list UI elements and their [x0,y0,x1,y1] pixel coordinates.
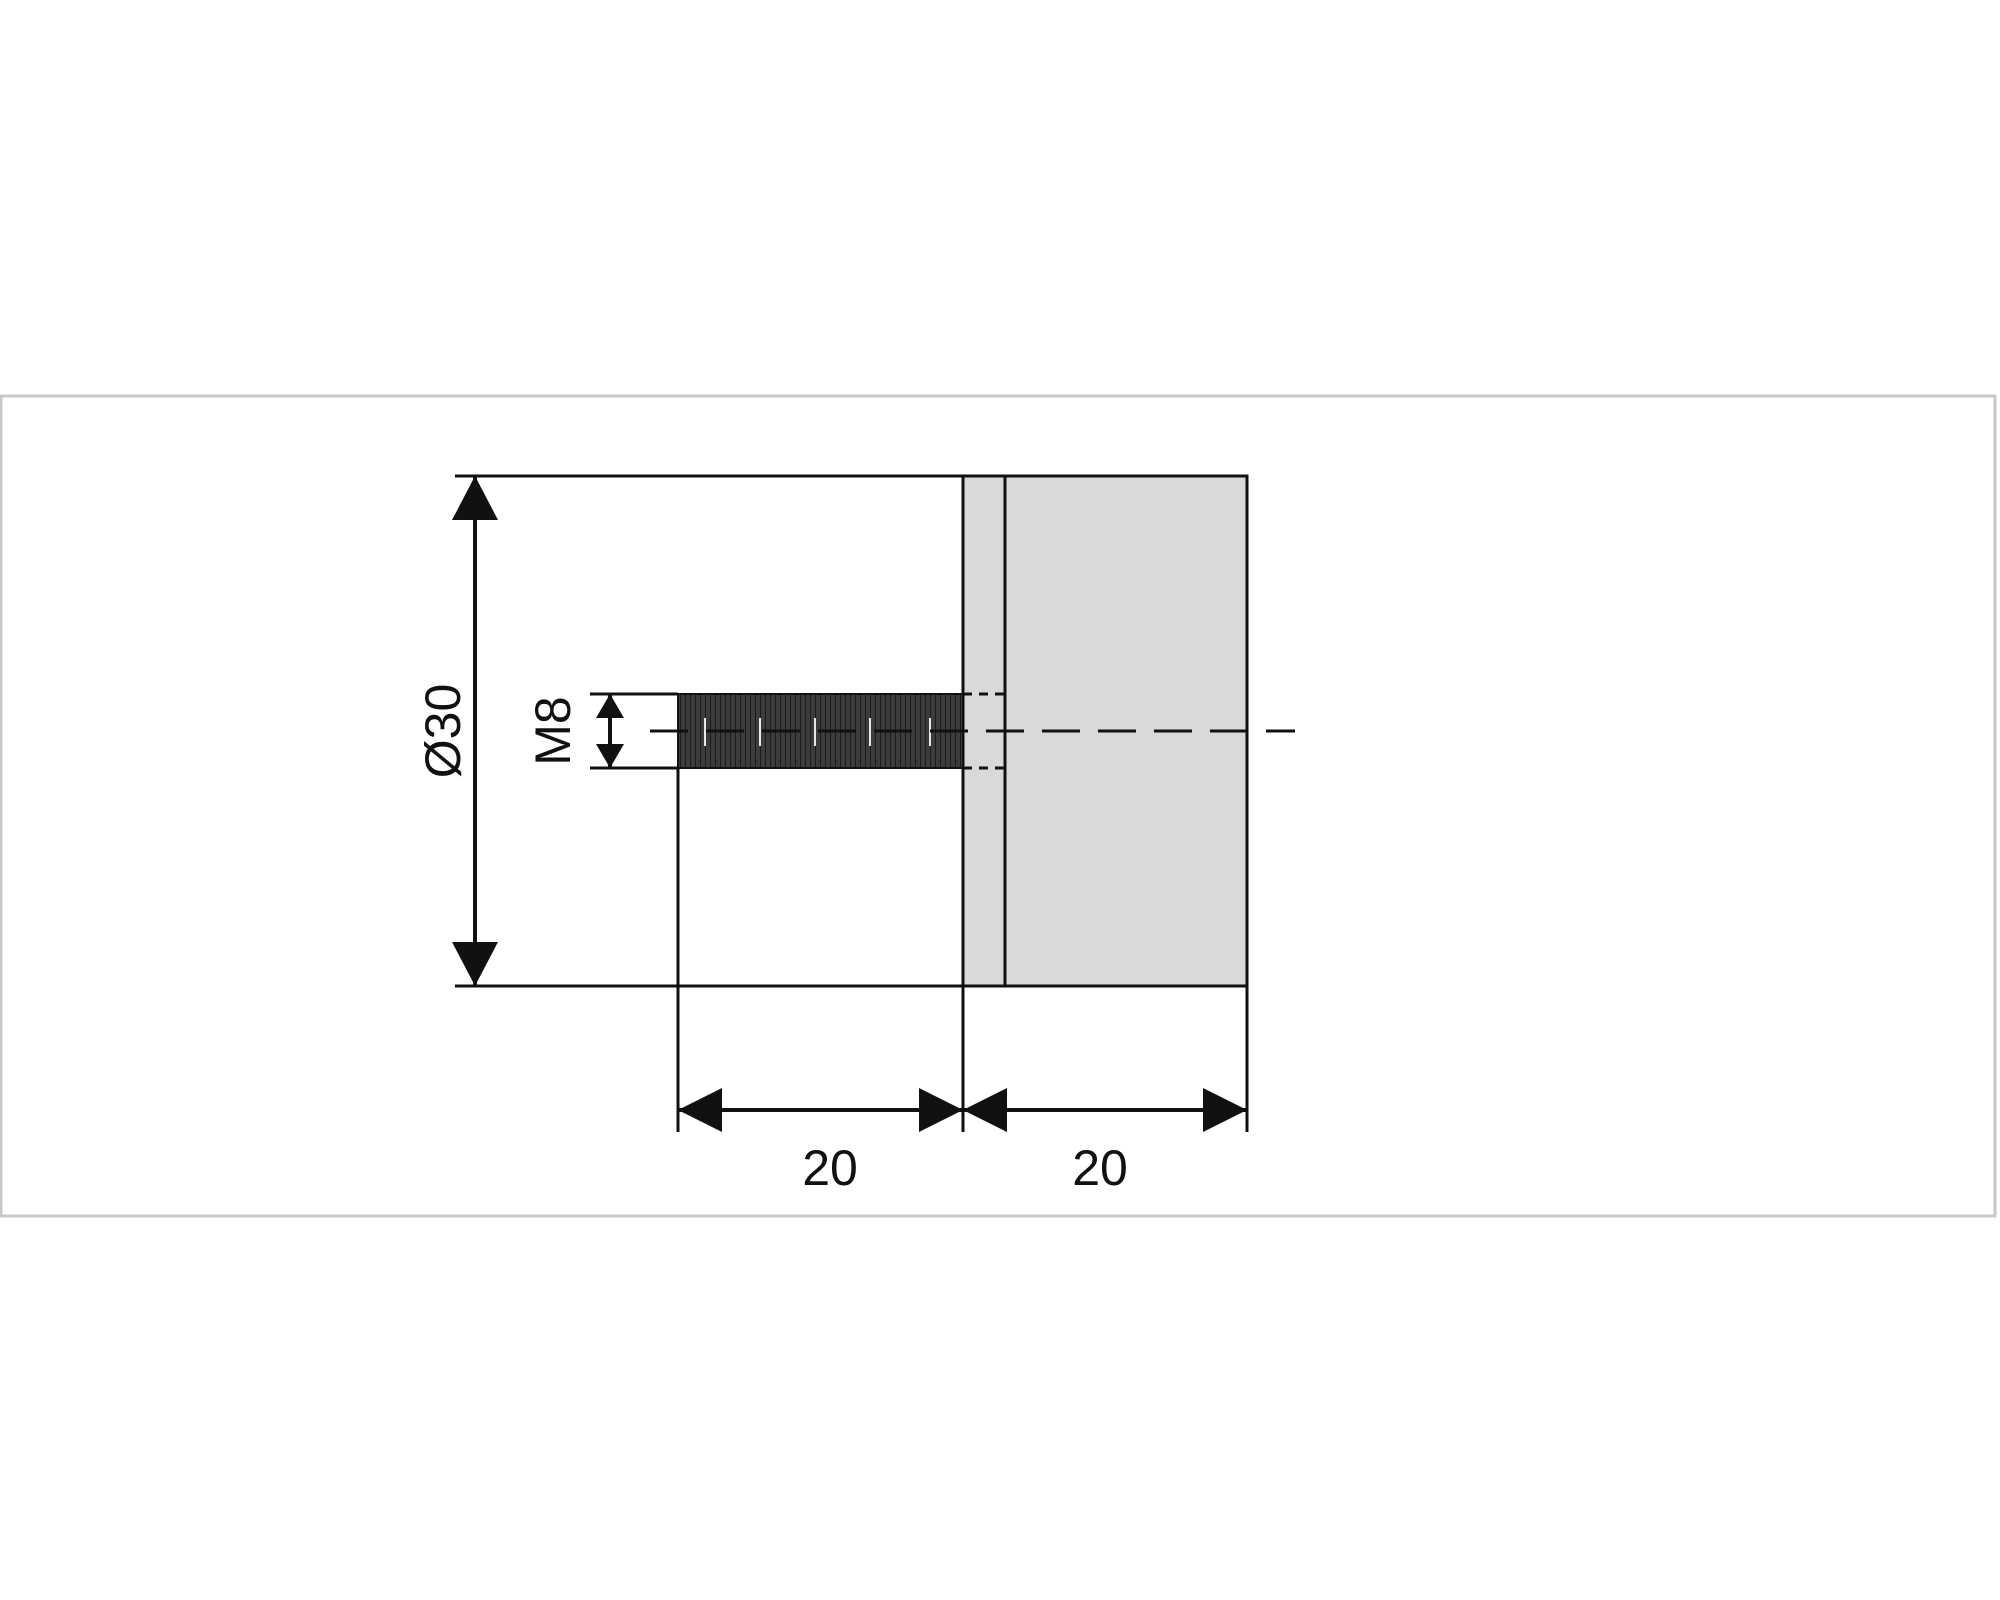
diameter-arrow-top [452,476,498,520]
body-length-arrow-right [1203,1088,1247,1132]
thread-label: M8 [525,696,581,765]
stud-length-dimension [678,1088,963,1132]
stud-length-arrow-right [919,1088,963,1132]
body-length-label: 20 [1072,1140,1128,1196]
stud-length-label: 20 [802,1140,858,1196]
diameter-arrow-bottom [452,942,498,986]
thread-arrow-top [596,694,624,718]
body-length-arrow-left [963,1088,1007,1132]
stud-length-arrow-left [678,1088,722,1132]
thread-dimension [596,694,624,768]
diameter-dimension [452,476,498,986]
thread-arrow-bottom [596,744,624,768]
diameter-label: Ø30 [415,684,471,779]
body-length-dimension [963,1088,1247,1132]
